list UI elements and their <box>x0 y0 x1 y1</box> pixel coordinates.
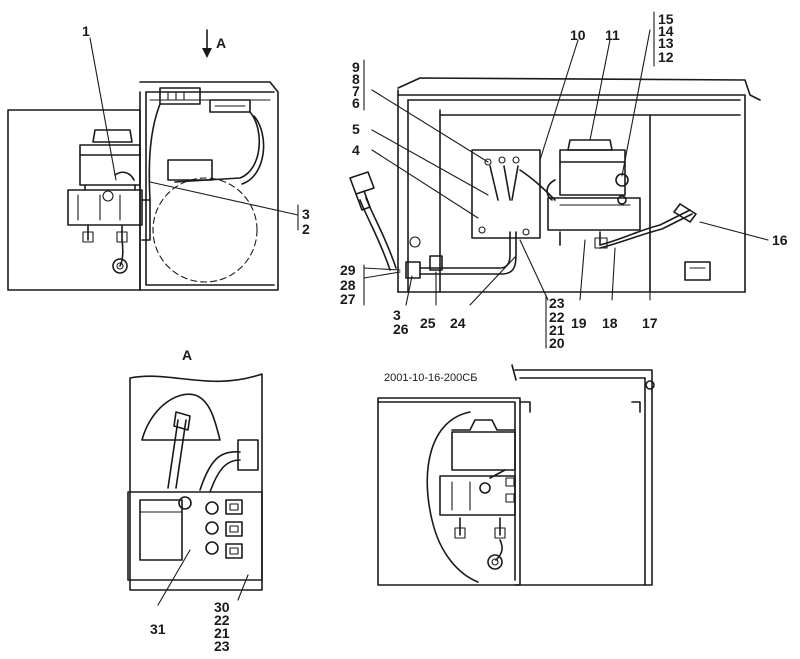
view-top-right <box>349 11 769 349</box>
view-bottom-right <box>377 364 655 586</box>
callout-8: 8 <box>352 71 360 87</box>
callout-11: 11 <box>605 27 620 43</box>
view-arrow-label: A <box>216 35 227 51</box>
callout-13: 13 <box>658 35 674 51</box>
callout-25: 25 <box>420 315 436 331</box>
callout-15: 15 <box>658 11 674 27</box>
callout-17: 17 <box>642 315 658 331</box>
callout-27: 27 <box>340 291 356 307</box>
view-top-left <box>7 29 299 291</box>
callout-24: 24 <box>450 315 466 331</box>
callout-22: 22 <box>549 309 565 325</box>
callout-18: 18 <box>602 315 618 331</box>
view-detail-a <box>127 373 263 606</box>
callout-3-lower: 3 <box>393 307 401 323</box>
callout-19: 19 <box>571 315 587 331</box>
callout-28: 28 <box>340 277 356 293</box>
callout-31: 31 <box>150 621 166 637</box>
detail-view-title: A <box>182 347 193 363</box>
callout-29: 29 <box>340 262 356 278</box>
callout-1: 1 <box>82 23 90 39</box>
callout-20: 20 <box>549 335 565 351</box>
drawing-code: 2001-10-16-200СБ <box>384 372 478 384</box>
callout-30: 30 <box>214 599 230 615</box>
callout-3: 3 <box>302 206 310 222</box>
callout-21-detail: 21 <box>214 625 230 641</box>
callout-6: 6 <box>352 95 360 111</box>
callout-23-detail: 23 <box>214 638 230 654</box>
callout-10: 10 <box>570 27 586 43</box>
callout-16: 16 <box>772 232 788 248</box>
callout-21: 21 <box>549 322 565 338</box>
callout-22-detail: 22 <box>214 612 230 628</box>
callout-5: 5 <box>352 121 360 137</box>
callout-4: 4 <box>352 142 360 158</box>
callout-2: 2 <box>302 221 310 237</box>
callout-7: 7 <box>352 83 360 99</box>
callout-23: 23 <box>549 295 565 311</box>
callout-26: 26 <box>393 321 409 337</box>
callout-14: 14 <box>658 23 674 39</box>
callout-12: 12 <box>658 49 674 65</box>
callout-9: 9 <box>352 59 360 75</box>
